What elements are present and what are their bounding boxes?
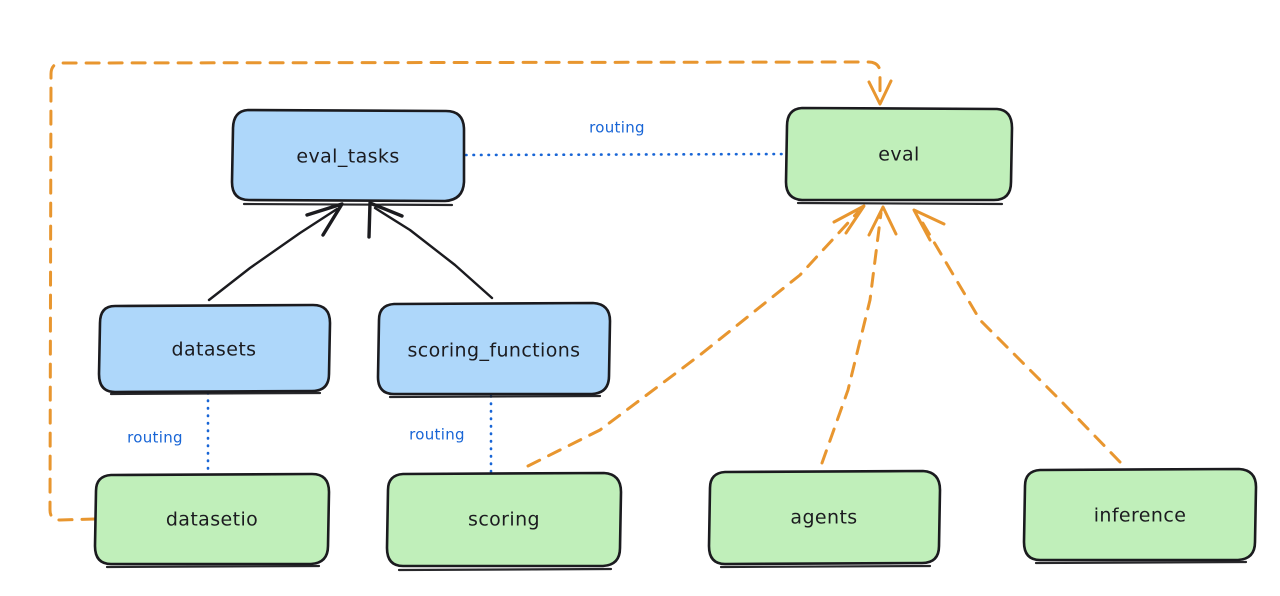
node-shadow-agents bbox=[719, 564, 932, 569]
edge-datasetio-eval bbox=[48, 60, 893, 522]
edge-scoring_functions-scoring: routing bbox=[409, 394, 493, 476]
node-label-inference: inference bbox=[1094, 505, 1187, 527]
edge-agents-eval bbox=[820, 205, 898, 465]
node-label-datasets: datasets bbox=[172, 339, 257, 361]
node-box-inference[interactable] bbox=[1022, 467, 1258, 562]
node-label-agents: agents bbox=[790, 507, 857, 529]
node-box-eval[interactable] bbox=[784, 106, 1014, 202]
node-shadow-inference bbox=[1034, 560, 1248, 565]
node-datasets[interactable]: datasets bbox=[97, 303, 332, 396]
node-eval[interactable]: eval bbox=[784, 106, 1014, 206]
edge-path-eval_tasks-eval bbox=[464, 152, 788, 157]
node-shadow-eval_tasks bbox=[242, 202, 454, 207]
node-box-eval_tasks[interactable] bbox=[230, 108, 466, 203]
node-label-eval: eval bbox=[878, 144, 919, 166]
node-box-agents[interactable] bbox=[707, 469, 942, 566]
edge-path-agents-eval bbox=[820, 211, 883, 465]
node-box-datasets[interactable] bbox=[97, 303, 332, 394]
edge-path-scoring_functions-eval_tasks bbox=[373, 206, 494, 300]
node-inference[interactable]: inference bbox=[1022, 467, 1258, 565]
edge-path-datasetio-eval bbox=[48, 60, 882, 522]
node-label-datasetio: datasetio bbox=[166, 509, 258, 531]
node-label-scoring_functions: scoring_functions bbox=[408, 340, 581, 362]
arrowhead-scoring_functions-eval_tasks bbox=[367, 201, 404, 239]
edge-scoring-eval bbox=[526, 204, 866, 468]
edge-label-routing-scoring: routing bbox=[409, 426, 465, 444]
node-shadow-datasets bbox=[109, 391, 322, 396]
node-shadow-scoring_functions bbox=[388, 394, 602, 399]
node-shadow-eval bbox=[796, 201, 1004, 206]
node-shadow-scoring bbox=[397, 567, 613, 572]
node-label-scoring: scoring bbox=[468, 509, 540, 531]
node-label-eval_tasks: eval_tasks bbox=[296, 146, 399, 168]
edge-path-datasets-eval_tasks bbox=[207, 207, 339, 302]
edge-path-inference-eval bbox=[916, 213, 1122, 464]
node-shadow-datasetio bbox=[105, 564, 321, 569]
edge-eval_tasks-eval: routing bbox=[464, 119, 788, 157]
node-agents[interactable]: agents bbox=[707, 469, 942, 569]
arrowhead-inference-eval bbox=[912, 208, 946, 242]
edge-inference-eval bbox=[912, 208, 1122, 464]
edge-datasets-eval_tasks bbox=[207, 202, 344, 302]
arrowhead-datasetio-eval bbox=[867, 79, 893, 106]
node-scoring_functions[interactable]: scoring_functions bbox=[376, 301, 612, 399]
edge-label-routing-datasetio: routing bbox=[127, 429, 183, 447]
node-scoring[interactable]: scoring bbox=[385, 471, 623, 572]
arrowhead-scoring-eval bbox=[832, 204, 866, 235]
node-eval_tasks[interactable]: eval_tasks bbox=[230, 108, 466, 207]
node-box-datasetio[interactable] bbox=[93, 472, 331, 566]
node-box-scoring[interactable] bbox=[385, 471, 623, 568]
edge-label-routing-eval: routing bbox=[589, 119, 645, 137]
edge-datasets-datasetio: routing bbox=[127, 391, 210, 476]
node-box-scoring_functions[interactable] bbox=[376, 301, 612, 396]
node-datasetio[interactable]: datasetio bbox=[93, 472, 331, 569]
edge-path-scoring-eval bbox=[526, 210, 860, 468]
edge-scoring_functions-eval_tasks bbox=[367, 201, 494, 300]
arrowhead-agents-eval bbox=[867, 205, 898, 237]
